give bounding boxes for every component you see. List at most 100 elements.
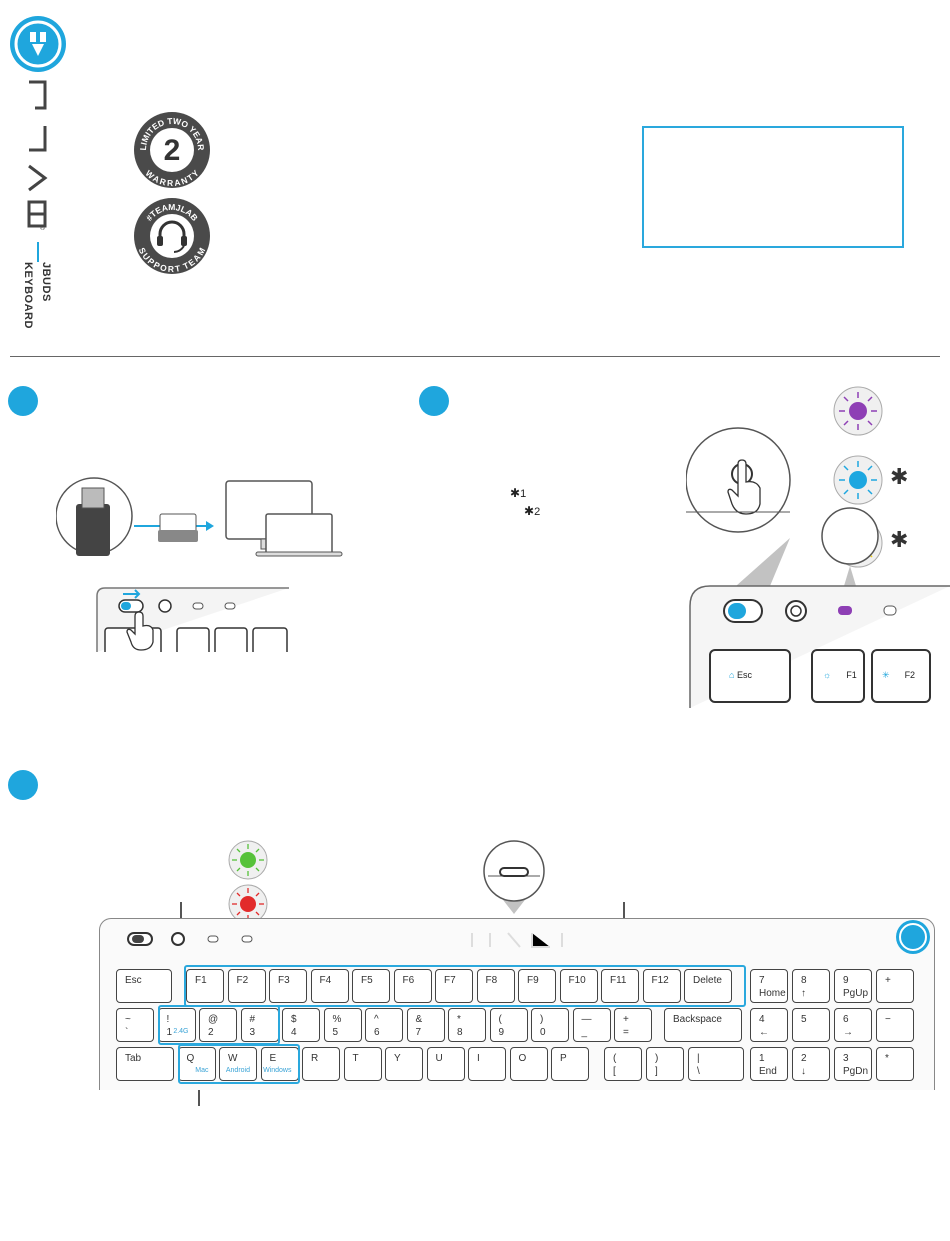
fn-keys-highlight xyxy=(184,965,746,1007)
key-bracket-1: )] xyxy=(646,1047,684,1081)
key-y: Y xyxy=(385,1047,423,1081)
key-digit-4-label: $ xyxy=(291,1014,297,1025)
key-numpad-1-2-sublabel: → xyxy=(843,1027,853,1038)
key-digit-7-label: & xyxy=(415,1014,423,1025)
key-bracket-2-sublabel: \ xyxy=(697,1066,700,1077)
key-digit-1-label: ! xyxy=(166,1014,170,1025)
key-f11: F11 xyxy=(601,969,639,1003)
key-numpad-1-0-label: 4 xyxy=(759,1014,765,1025)
key-tilde-label: ~ xyxy=(125,1014,131,1025)
key-p-label: P xyxy=(560,1053,567,1064)
jlab-logo-icon xyxy=(10,16,66,72)
key-digit-3-label: # xyxy=(249,1014,256,1025)
key-digit-1-mode: 2.4G xyxy=(173,1028,189,1035)
key-q-mode: Mac xyxy=(195,1067,209,1074)
key-numpad-1-3: − xyxy=(876,1008,914,1042)
key-tab-label: Tab xyxy=(125,1053,142,1064)
key-digit-8: *8 xyxy=(448,1008,486,1042)
key-digit-3-sublabel: 3 xyxy=(249,1027,256,1038)
key-numpad-2-1-sublabel: ↓ xyxy=(801,1066,806,1077)
key-numpad-0-1-label: 8 xyxy=(801,975,807,986)
jlab-wordmark-icon xyxy=(27,80,48,228)
key-digit-9: (9 xyxy=(489,1008,528,1042)
step2-key-f2: ✳ F2 xyxy=(882,670,916,680)
key-digit-12: += xyxy=(614,1008,652,1042)
key-digit-2: @2 xyxy=(199,1008,237,1042)
key-bracket-1-sublabel: ] xyxy=(655,1066,658,1077)
led-blue-icon xyxy=(833,455,883,505)
key-digit-12-sublabel: = xyxy=(623,1027,629,1038)
key-tab: Tab xyxy=(116,1047,174,1081)
key-numpad-2-1: 2↓ xyxy=(792,1047,830,1081)
key-bracket-0-sublabel: [ xyxy=(613,1066,616,1077)
key-digit-7-sublabel: 7 xyxy=(415,1027,422,1038)
key-t-label: T xyxy=(352,1053,359,1064)
key-f4: F4 xyxy=(310,969,349,1003)
warranty-badge-icon: LIMITED TWO YEAR WARRANTY 2 xyxy=(134,112,210,188)
bt-channel-1-label: 1 xyxy=(520,488,527,500)
key-delete: Delete xyxy=(684,969,732,1003)
key-numpad-2-2-label: 3 xyxy=(843,1053,849,1064)
key-digit-10: )0 xyxy=(531,1008,569,1042)
key-f5-label: F5 xyxy=(361,975,373,986)
led-green-icon xyxy=(228,840,268,880)
info-box xyxy=(642,126,904,248)
key-esc: Esc xyxy=(116,969,172,1003)
key-digit-10-sublabel: 0 xyxy=(540,1027,546,1038)
key-bracket-1-label: ) xyxy=(655,1053,659,1064)
key-numpad-2-1-label: 2 xyxy=(801,1053,807,1064)
channel-keys-highlight xyxy=(158,1005,280,1045)
key-digit-6-label: ^ xyxy=(374,1014,379,1025)
step-1-marker xyxy=(8,386,38,416)
key-digit-5-label: % xyxy=(332,1014,342,1025)
key-f8: F8 xyxy=(476,969,515,1003)
key-o: O xyxy=(509,1047,548,1081)
key-f12-label: F12 xyxy=(651,975,669,986)
key-r-label: R xyxy=(311,1053,319,1064)
key-digit-7: &7 xyxy=(406,1008,445,1042)
key-p: P xyxy=(551,1047,589,1081)
key-numpad-1-2-label: 6 xyxy=(843,1014,849,1025)
os-keys-highlight xyxy=(178,1044,300,1084)
key-u-label: U xyxy=(435,1053,443,1064)
bt-channel-2-label: 2 xyxy=(534,506,541,518)
key-numpad-0-3-label: + xyxy=(885,975,891,986)
key-numpad-2-3: * xyxy=(876,1047,914,1081)
key-y-label: Y xyxy=(394,1053,401,1064)
warranty-number: 2 xyxy=(164,134,181,167)
key-tilde: ~` xyxy=(116,1008,154,1042)
product-line1: JBUDS xyxy=(40,262,52,302)
key-f3-label: F3 xyxy=(278,975,290,986)
bluetooth-icon-2: ✱ xyxy=(890,527,909,552)
key-q-label: Q xyxy=(186,1053,195,1064)
key-f10: F10 xyxy=(559,969,598,1003)
bt-channel-1: ✱1 xyxy=(510,486,527,500)
step1-keyboard-closeup xyxy=(96,587,289,652)
key-f7: F7 xyxy=(435,969,473,1003)
key-esc-label: Esc xyxy=(125,975,142,986)
key-digit-9-label: ( xyxy=(498,1014,502,1025)
key-tilde-sublabel: ` xyxy=(125,1027,129,1038)
key-f2: F2 xyxy=(227,969,266,1003)
key-i-label: I xyxy=(477,1053,480,1064)
key-digit-1-sublabel: 1 xyxy=(166,1027,173,1038)
key-f9: F9 xyxy=(518,969,556,1003)
key-numpad-2-3-label: * xyxy=(885,1053,889,1064)
step2-key-esc: ⌂ Esc xyxy=(729,670,752,680)
key-o-label: O xyxy=(518,1053,527,1064)
key-digit-8-sublabel: 8 xyxy=(457,1027,463,1038)
key-numpad-1-1-label: 5 xyxy=(801,1014,807,1025)
key-digit-11-sublabel: _ xyxy=(581,1027,588,1038)
key-f1-label: F1 xyxy=(195,975,207,986)
key-f7-label: F7 xyxy=(444,975,456,986)
key-digit-12-label: + xyxy=(623,1014,629,1025)
key-bracket-0: ([ xyxy=(604,1047,642,1081)
key-digit-5: %5 xyxy=(323,1008,362,1042)
key-numpad-0-0-label: 7 xyxy=(759,975,765,986)
key-numpad-1-0: 4← xyxy=(750,1008,788,1042)
key-f5: F5 xyxy=(352,969,390,1003)
key-f9-label: F9 xyxy=(527,975,539,986)
key-f12: F12 xyxy=(642,969,681,1003)
